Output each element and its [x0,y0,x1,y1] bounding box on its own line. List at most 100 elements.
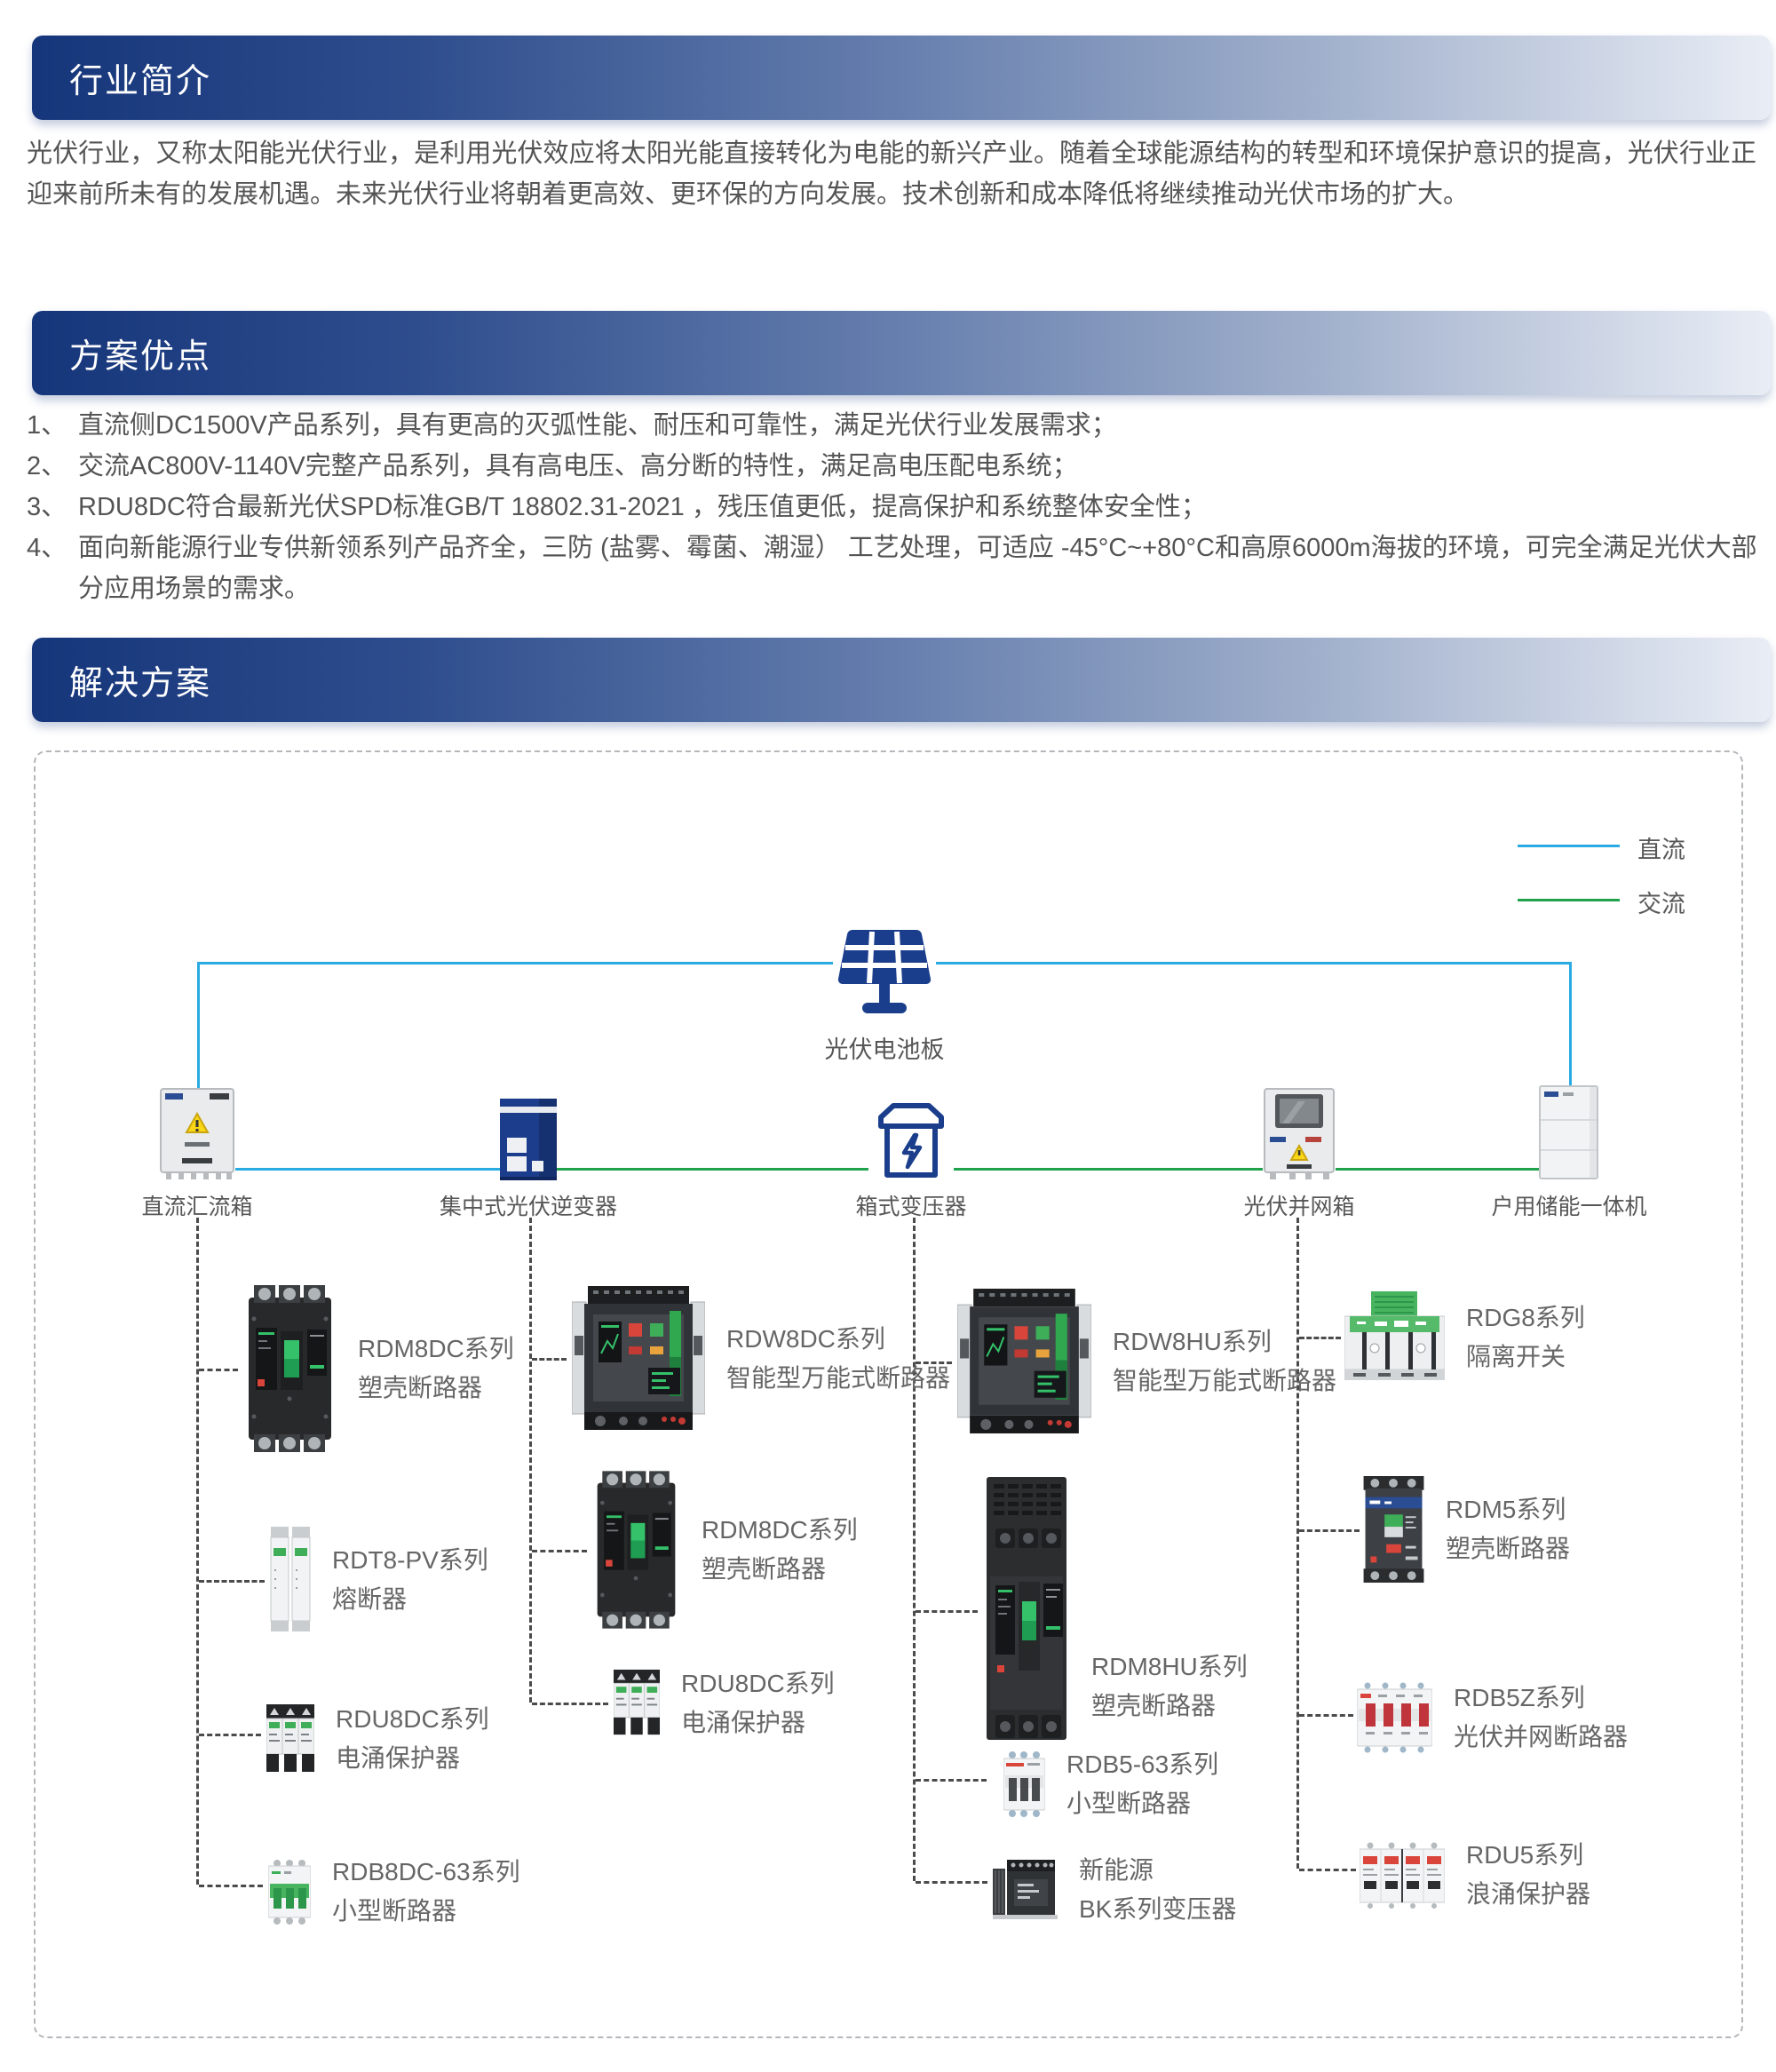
section-title: 解决方案 [69,665,212,703]
section-title: 行业简介 [69,63,212,100]
product-name-label: 小型断路器 [332,1897,457,1925]
product-rdb8dc63-mcb: RDB8DC-63系列 小型断路器 [268,1853,520,1931]
grid-connection-box-icon [1263,1087,1336,1180]
product-label: RDU8DC系列 电涌保护器 [336,1700,489,1778]
fuse-image [270,1527,311,1633]
product-label: RDW8HU系列 智能型万能式断路器 [1113,1322,1336,1401]
product-name-label: 智能型万能式断路器 [726,1363,951,1392]
product-series-label: RDU8DC系列 [681,1669,835,1697]
solar-panel-label: 光伏电池板 [824,1036,945,1063]
solar-panel-icon [833,926,936,1022]
product-rdm8hu-mccb: RDM8HU系列 塑壳断路器 [983,1477,1248,1743]
ac-link-gridbox-storage [1336,1168,1539,1171]
dashed-drop-line-col3 [913,1218,916,1881]
industry-intro-text: 光伏行业，又称太阳能光伏行业，是利用光伏效应将太阳光能直接转化为电能的新兴产业。… [27,139,1756,209]
inverter-label: 集中式光伏逆变器 [439,1195,617,1219]
mccb-breaker-image [1363,1476,1424,1583]
product-label: 新能源 BK系列变压器 [1079,1851,1236,1929]
transformer-label: 箱式变压器 [855,1195,967,1219]
product-name-label: 塑壳断路器 [1091,1692,1217,1719]
legend-ac-line [1518,899,1620,901]
product-label: RDM8DC系列 塑壳断路器 [358,1330,514,1408]
dc-bus-right-segment [936,962,1572,965]
item-text: 交流AC800V-1140V完整产品系列，具有高电压、高分断的特性，满足高电压配… [78,452,1078,480]
product-rdb5z-pv-breaker: RDB5Z系列 光伏并网断路器 [1357,1679,1628,1757]
branch-line [199,1734,261,1736]
product-series-label: RDB5-63系列 [1066,1750,1219,1778]
storage-label: 户用储能一体机 [1491,1195,1647,1219]
product-label: RDU8DC系列 电涌保护器 [681,1664,835,1743]
product-name-label: 电涌保护器 [681,1708,806,1736]
branch-line [199,1369,238,1371]
dc-drop-to-storage [1569,962,1572,1087]
legend-dc-line [1518,845,1620,847]
product-series-label: RDM8HU系列 [1091,1653,1248,1680]
advantage-item-1: 1、 直流侧DC1500V产品系列，具有更高的灭弧性能、耐压和可靠性，满足光伏行… [27,405,1758,446]
home-storage-unit-icon [1539,1085,1598,1180]
product-series-label: RDM8DC系列 [358,1335,514,1362]
product-name-label: 浪涌保护器 [1466,1880,1591,1908]
isolating-switch-image [1344,1291,1445,1383]
dc-bus-left-segment [198,962,833,965]
product-rdw8dc-acb: RDW8DC系列 智能型万能式断路器 [572,1282,950,1434]
grid-box-label: 光伏并网箱 [1243,1195,1355,1219]
advantage-item-2: 2、 交流AC800V-1140V完整产品系列，具有高电压、高分断的特性，满足高… [27,446,1758,487]
item-number: 1、 [27,411,67,440]
item-number: 2、 [27,452,67,480]
advantages-list: 1、 直流侧DC1500V产品系列，具有更高的灭弧性能、耐压和可靠性，满足光伏行… [27,405,1758,609]
dashed-drop-line-col1 [196,1218,199,1885]
mini-breaker-image [268,1859,311,1925]
product-label: RDM8DC系列 塑壳断路器 [702,1511,858,1589]
product-rdg8-isolator: RDG8系列 隔离开关 [1344,1291,1585,1383]
product-label: RDB5Z系列 光伏并网断路器 [1454,1679,1628,1757]
product-name-label: 塑壳断路器 [1446,1535,1571,1562]
combiner-label: 直流汇流箱 [141,1195,253,1219]
product-series-label: RDM5系列 [1446,1496,1566,1523]
dc-drop-to-combiner [197,962,200,1089]
product-name-label: 隔离开关 [1466,1342,1566,1370]
product-rdt8pv-fuse: RDT8-PV系列 熔断器 [270,1527,488,1633]
product-label: RDM5系列 塑壳断路器 [1446,1490,1570,1568]
product-name-label: 熔断器 [332,1585,408,1613]
product-name-label: 光伏并网断路器 [1454,1723,1629,1750]
air-circuit-breaker-image [572,1282,705,1434]
surge-protector-image [266,1704,314,1774]
mccb-breaker-tall-image [983,1477,1070,1743]
product-series-label: RDB5Z系列 [1454,1684,1585,1711]
product-label: RDM8HU系列 塑壳断路器 [1091,1647,1248,1726]
product-series-label: 新能源 [1079,1856,1154,1884]
dashed-drop-line-col4 [1296,1218,1299,1869]
advantage-item-3: 3、 RDU8DC符合最新光伏SPD标准GB/T 18802.31-2021 ，… [27,487,1758,528]
box-transformer-icon [868,1099,954,1180]
product-series-label: RDU8DC系列 [336,1705,489,1733]
bk-transformer-image [993,1860,1058,1920]
item-number: 4、 [27,534,67,562]
product-label: RDG8系列 隔离开关 [1466,1298,1585,1377]
product-series-label: RDW8HU系列 [1113,1328,1272,1355]
item-number: 3、 [27,493,67,521]
branch-line [1299,1337,1341,1339]
section-header-industry-intro: 行业简介 [32,36,1771,120]
mccb-breaker-image [243,1283,337,1454]
product-rdm8dc-mccb-2: RDM8DC系列 塑壳断路器 [592,1469,858,1631]
branch-line [532,1703,608,1705]
product-name-label: 小型断路器 [1066,1790,1192,1817]
surge-protector-image [1360,1842,1445,1909]
central-inverter-icon [500,1099,557,1180]
branch-line [916,1779,987,1782]
branch-line [916,1881,987,1884]
product-series-label: RDB8DC-63系列 [332,1858,520,1885]
product-rdu8dc-spd-2: RDU8DC系列 电涌保护器 [614,1661,835,1745]
dc-link-combiner-inverter [235,1168,500,1171]
branch-line [1299,1714,1353,1717]
product-series-label: RDW8DC系列 [726,1324,885,1353]
item-text: 直流侧DC1500V产品系列，具有更高的灭弧性能、耐压和可靠性，满足光伏行业发展… [78,411,1117,440]
branch-line [1299,1529,1360,1532]
branch-line [199,1885,263,1887]
product-rdm5-mccb: RDM5系列 塑壳断路器 [1363,1476,1570,1583]
product-name-label: 智能型万能式断路器 [1113,1367,1337,1394]
product-rdw8hu-acb: RDW8HU系列 智能型万能式断路器 [957,1285,1336,1438]
item-text: 面向新能源行业专供新领系列产品齐全，三防 (盐雾、霉菌、潮湿） 工艺处理，可适应… [78,534,1757,603]
branch-line [199,1580,265,1583]
product-rdu8dc-spd: RDU8DC系列 电涌保护器 [266,1700,489,1778]
